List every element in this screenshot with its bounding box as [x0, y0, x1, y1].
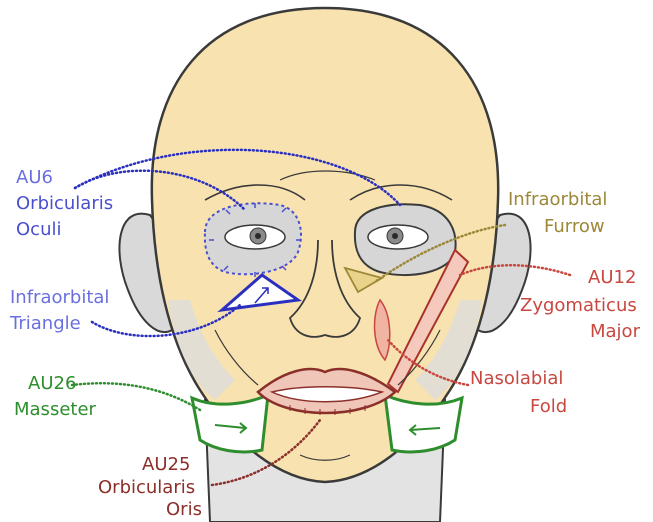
au6-muscle-label-line1: Orbicularis [16, 192, 113, 215]
au12-muscle-label-line1: Zygomaticus [520, 294, 637, 317]
au25-muscle-label-line2: Oris [166, 498, 202, 521]
fold-label-line2: Fold [530, 395, 567, 418]
au26-code-label: AU26 [28, 372, 76, 395]
au25-code-label: AU25 [142, 453, 190, 476]
au25-muscle-label-line1: Orbicularis [98, 476, 195, 499]
right-pupil [392, 233, 398, 239]
right-masseter-shape [385, 395, 462, 452]
triangle-label-line2: Triangle [10, 312, 81, 335]
au6-code-label: AU6 [16, 166, 53, 189]
fold-label-line1: Nasolabial [470, 367, 563, 390]
triangle-label-line1: Infraorbital [10, 286, 109, 309]
furrow-label-line2: Furrow [544, 215, 605, 238]
au26-muscle-label: Masseter [14, 398, 96, 421]
furrow-label-line1: Infraorbital [508, 188, 607, 211]
left-masseter-shape [192, 395, 268, 452]
au12-code-label: AU12 [588, 266, 636, 289]
left-pupil [255, 233, 261, 239]
au6-muscle-label-line2: Oculi [16, 218, 61, 241]
au12-muscle-label-line2: Major [590, 320, 640, 343]
